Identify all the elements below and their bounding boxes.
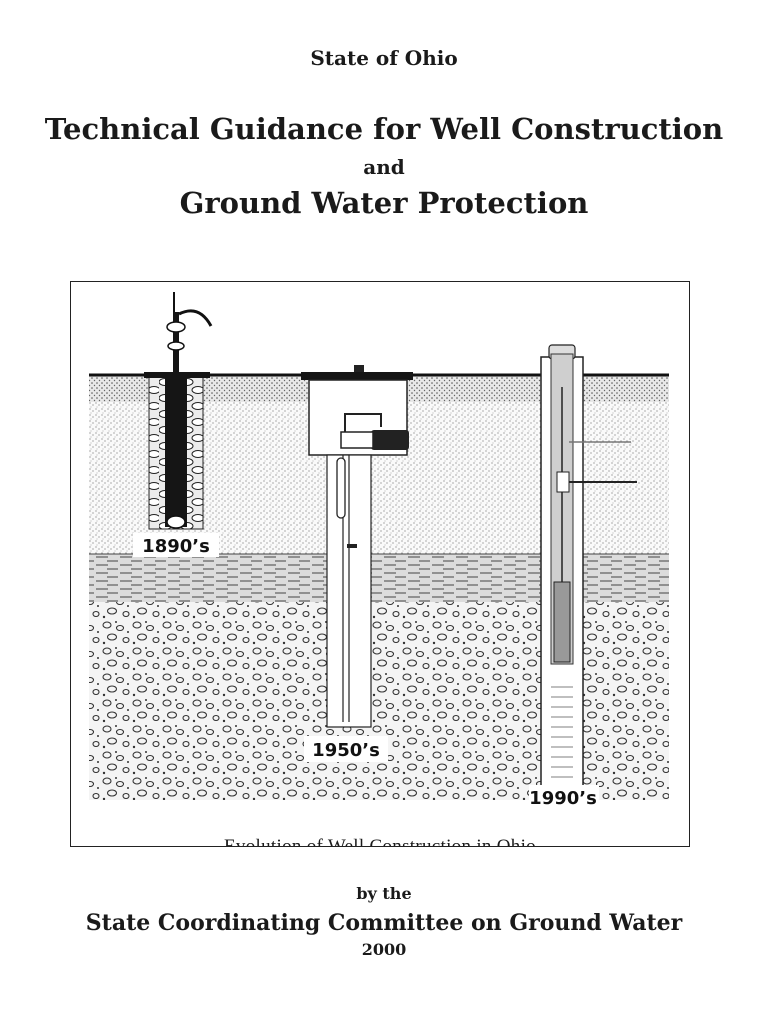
committee-name: State Coordinating Committee on Ground W… — [85, 910, 683, 936]
byline-prefix: by the — [356, 884, 412, 903]
well-evolution-figure: 1890’s 1950’s 1990’s Evolution of Well C… — [70, 281, 690, 847]
pit-well-1950s — [301, 365, 413, 728]
title-conjunction: and — [363, 155, 405, 179]
well-cross-section-illustration: 1890’s 1950’s 1990’s — [89, 292, 669, 811]
state-heading: State of Ohio — [310, 46, 458, 70]
label-1890s: 1890’s — [142, 536, 210, 557]
document-title-line2: Ground Water Protection — [179, 186, 589, 220]
label-1990s: 1990’s — [529, 788, 597, 809]
dug-well-1890s — [144, 292, 213, 530]
document-title-line1: Technical Guidance for Well Construction — [44, 112, 724, 146]
label-1950s: 1950’s — [312, 740, 380, 761]
drilled-well-1990s — [540, 344, 637, 788]
figure-caption: Evolution of Well Construction in Ohio — [224, 836, 536, 847]
publication-year: 2000 — [361, 940, 407, 959]
